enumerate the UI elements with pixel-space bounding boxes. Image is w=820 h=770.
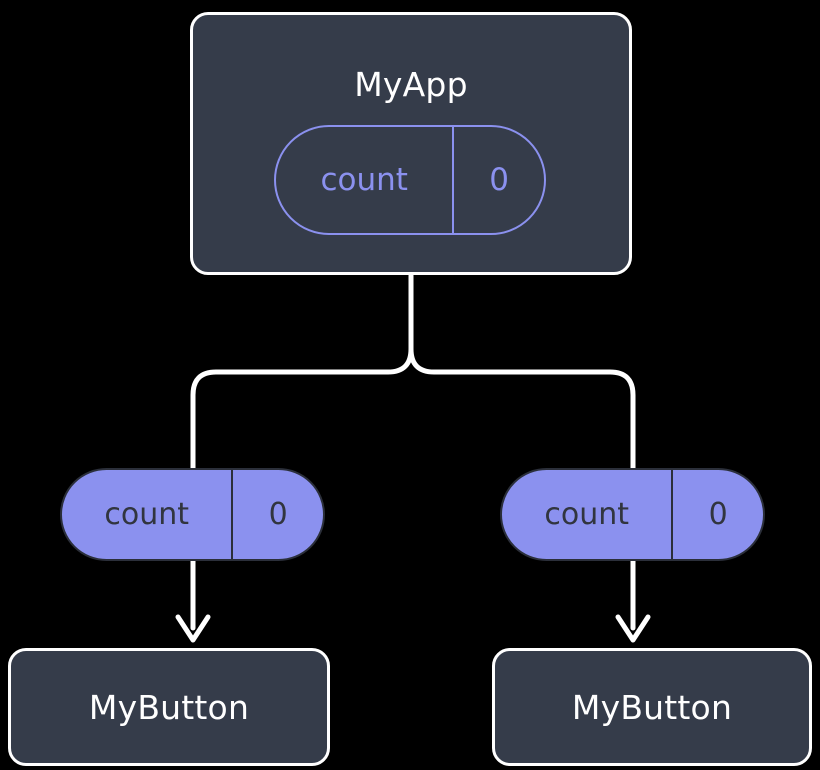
connector-root-to-right-child <box>408 273 636 473</box>
component-box-mybutton-right[interactable]: MyButton <box>492 648 812 766</box>
prop-arrow-head-right <box>615 614 651 643</box>
component-title-mybutton: MyButton <box>571 687 733 727</box>
prop-pill-value: 0 <box>671 470 763 559</box>
component-title-myapp: MyApp <box>354 65 468 104</box>
prop-pill-value: 0 <box>231 470 323 559</box>
state-pill-myapp-count[interactable]: count 0 <box>274 125 546 235</box>
prop-pill-key: count <box>544 497 630 532</box>
state-pill-key: count <box>320 162 408 198</box>
prop-pill-right-count[interactable]: count 0 <box>500 468 765 561</box>
prop-arrow-head-left <box>175 614 211 643</box>
state-pill-value: 0 <box>452 127 544 233</box>
prop-pill-left-count[interactable]: count 0 <box>60 468 325 561</box>
connector-root-to-left-child <box>190 273 414 473</box>
component-title-mybutton: MyButton <box>88 687 250 727</box>
prop-pill-key: count <box>104 497 190 532</box>
component-box-mybutton-left[interactable]: MyButton <box>8 648 330 766</box>
